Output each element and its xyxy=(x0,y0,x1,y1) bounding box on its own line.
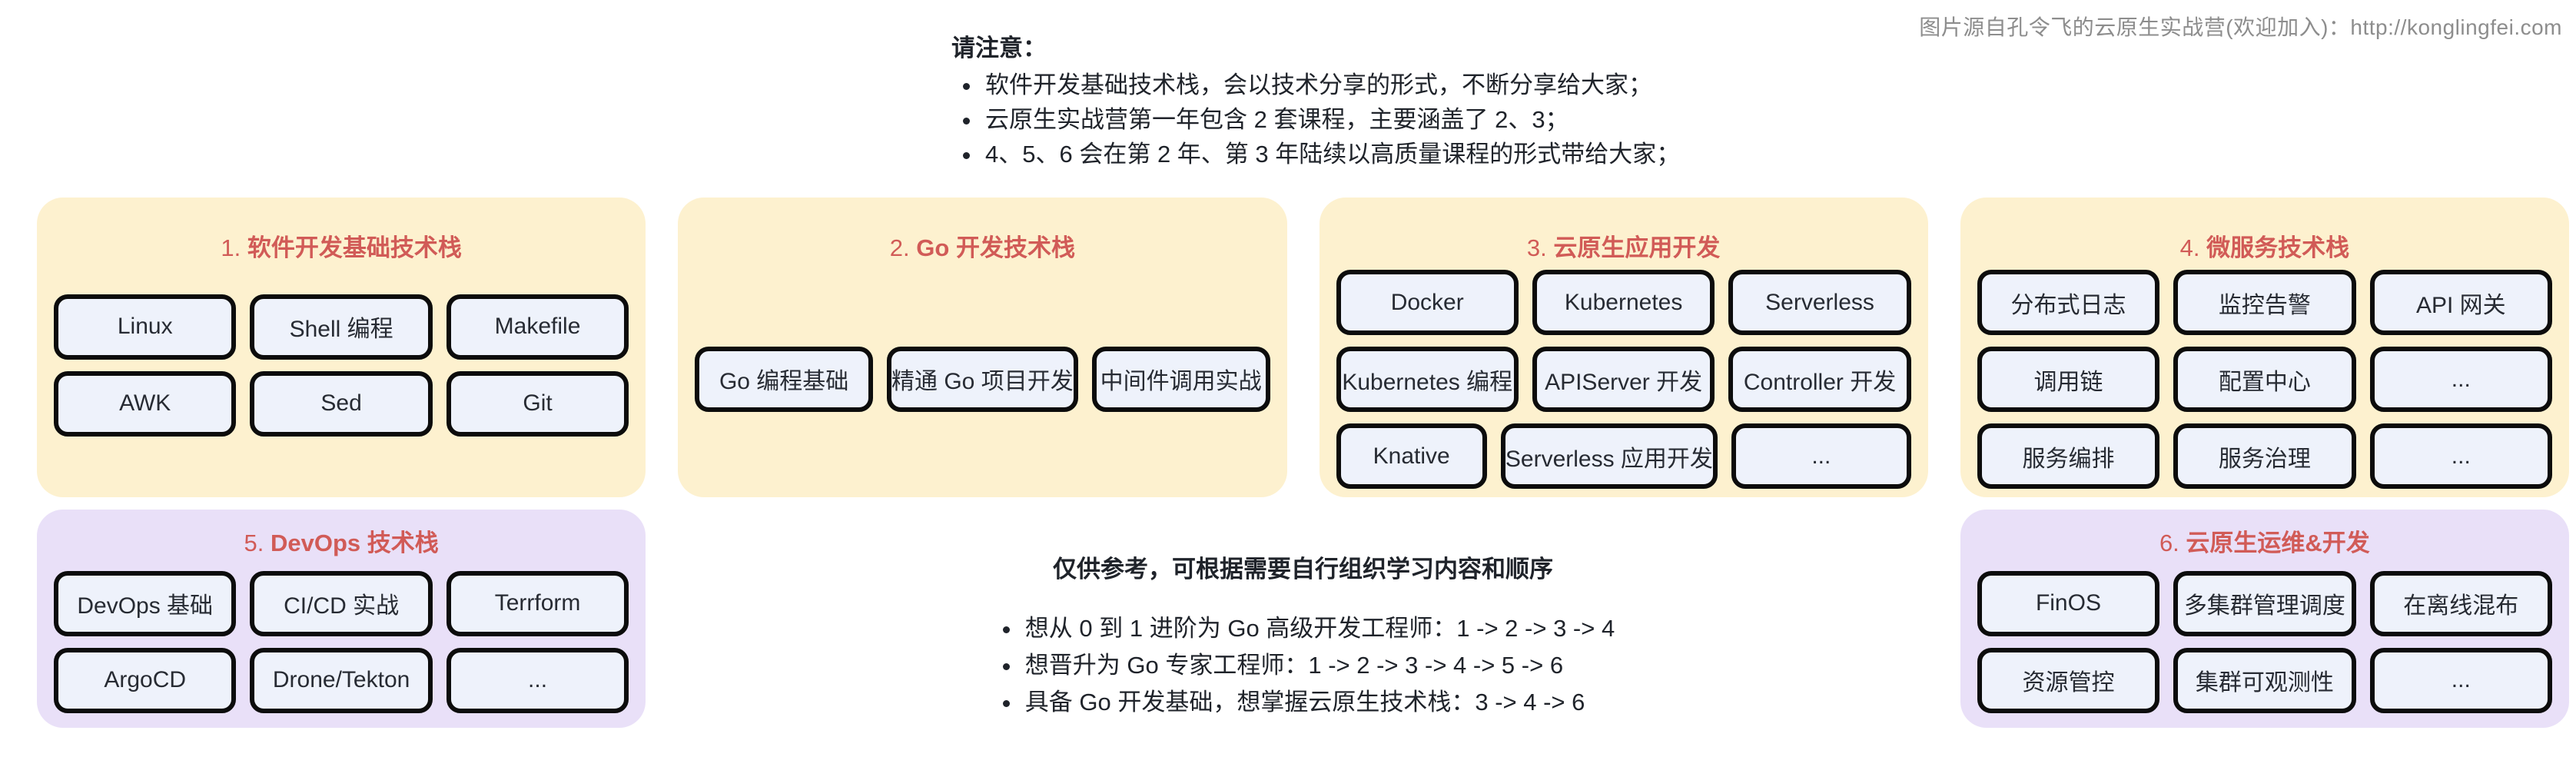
item-knative: Knative xyxy=(1336,423,1487,489)
item-go-project-dev: 精通 Go 项目开发 xyxy=(887,346,1078,412)
card-cloud-native-app-dev: 3. 云原生应用开发 Docker Kubernetes Serverless … xyxy=(1319,198,1928,497)
card-title: 5. DevOps 技术栈 xyxy=(54,528,629,559)
item-shell-programming: Shell 编程 xyxy=(250,294,433,360)
card-microservices-stack: 4. 微服务技术栈 分布式日志 监控告警 API 网关 调用链 配置中心 ...… xyxy=(1960,198,2569,497)
card-number: 1. xyxy=(221,234,241,261)
item-devops-basics: DevOps 基础 xyxy=(54,570,237,636)
item-drone-tekton: Drone/Tekton xyxy=(250,647,433,713)
card-items: Docker Kubernetes Serverless Kubernetes … xyxy=(1336,264,1911,497)
item-linux: Linux xyxy=(54,294,237,360)
card-cloud-native-ops-dev: 6. 云原生运维&开发 FinOS 多集群管理调度 在离线混布 资源管控 集群可… xyxy=(1960,510,2569,728)
item-hybrid-deployment: 在离线混布 xyxy=(2369,570,2552,636)
item-multi-cluster-management: 多集群管理调度 xyxy=(2173,570,2356,636)
card-title-label: 云原生应用开发 xyxy=(1553,234,1721,261)
item-apiserver-dev: APIServer 开发 xyxy=(1532,347,1715,412)
item-api-gateway: API 网关 xyxy=(2369,270,2552,335)
credit-text: 图片源自孔令飞的云原生实战营(欢迎加入)：http://konglingfei.… xyxy=(1919,15,2562,39)
item-sed: Sed xyxy=(250,370,433,437)
item-more: ... xyxy=(446,647,629,713)
item-awk: AWK xyxy=(54,370,237,437)
notes-block: 请注意： 软件开发基础技术栈，会以技术分享的形式，不断分享给大家； 云原生实战营… xyxy=(951,31,1680,171)
item-more: ... xyxy=(2369,647,2552,713)
card-title-label: 微服务技术栈 xyxy=(2206,234,2350,261)
card-title-label: Go 开发技术栈 xyxy=(916,234,1075,261)
card-number: 5. xyxy=(244,530,264,556)
card-title-label: 软件开发基础技术栈 xyxy=(247,234,462,261)
card-software-dev-basics: 1. 软件开发基础技术栈 Linux Shell 编程 Makefile AWK… xyxy=(37,198,646,497)
card-items: Linux Shell 编程 Makefile AWK Sed Git xyxy=(54,264,629,497)
item-go-basics: Go 编程基础 xyxy=(695,346,874,412)
card-title-label: 云原生运维&开发 xyxy=(2186,530,2370,556)
item-makefile: Makefile xyxy=(446,294,629,360)
card-items: DevOps 基础 CI/CD 实战 Terrform ArgoCD Drone… xyxy=(54,559,629,728)
card-title: 2. Go 开发技术栈 xyxy=(695,233,1270,264)
item-serverless-app-dev: Serverless 应用开发 xyxy=(1500,423,1718,489)
item-serverless: Serverless xyxy=(1728,270,1911,335)
guide-list: 想从 0 到 1 进阶为 Go 高级开发工程师：1 -> 2 -> 3 -> 4… xyxy=(991,610,1615,721)
item-cluster-observability: 集群可观测性 xyxy=(2173,647,2356,713)
notes-bullet: 4、5、6 会在第 2 年、第 3 年陆续以高质量课程的形式带给大家； xyxy=(982,137,1680,171)
notes-bullet: 软件开发基础技术栈，会以技术分享的形式，不断分享给大家； xyxy=(982,68,1680,102)
item-tracing: 调用链 xyxy=(1977,347,2160,412)
item-more: ... xyxy=(1731,423,1911,489)
guide-bullet: 想从 0 到 1 进阶为 Go 高级开发工程师：1 -> 2 -> 3 -> 4 xyxy=(1022,610,1615,647)
item-row: 资源管控 集群可观测性 ... xyxy=(1977,647,2552,713)
card-title: 3. 云原生应用开发 xyxy=(1336,233,1911,264)
item-argocd: ArgoCD xyxy=(54,647,237,713)
notes-title: 请注意： xyxy=(951,35,1047,61)
item-finos: FinOS xyxy=(1977,570,2160,636)
card-items: FinOS 多集群管理调度 在离线混布 资源管控 集群可观测性 ... xyxy=(1977,559,2552,728)
item-row: DevOps 基础 CI/CD 实战 Terrform xyxy=(54,570,629,636)
learning-path-guide: 仅供参考，可根据需要自行组织学习内容和顺序 想从 0 到 1 进阶为 Go 高级… xyxy=(678,510,1928,728)
card-number: 3. xyxy=(1526,234,1547,261)
notes-list: 软件开发基础技术栈，会以技术分享的形式，不断分享给大家； 云原生实战营第一年包含… xyxy=(951,68,1680,171)
card-number: 2. xyxy=(889,234,910,261)
item-service-governance: 服务治理 xyxy=(2173,423,2356,489)
guide-title: 仅供参考，可根据需要自行组织学习内容和顺序 xyxy=(1053,556,1553,583)
item-row: ArgoCD Drone/Tekton ... xyxy=(54,647,629,713)
item-service-orchestration: 服务编排 xyxy=(1977,423,2160,489)
item-distributed-logging: 分布式日志 xyxy=(1977,270,2160,335)
item-git: Git xyxy=(446,370,629,437)
item-cicd-practice: CI/CD 实战 xyxy=(250,570,433,636)
item-terrform: Terrform xyxy=(446,570,629,636)
item-controller-dev: Controller 开发 xyxy=(1728,347,1911,412)
item-docker: Docker xyxy=(1336,270,1519,335)
card-items: Go 编程基础 精通 Go 项目开发 中间件调用实战 xyxy=(695,264,1270,497)
item-row: 分布式日志 监控告警 API 网关 xyxy=(1977,270,2552,335)
item-row: Linux Shell 编程 Makefile xyxy=(54,294,629,360)
item-config-center: 配置中心 xyxy=(2173,347,2356,412)
notes-bullet: 云原生实战营第一年包含 2 套课程，主要涵盖了 2、3； xyxy=(982,102,1680,137)
item-monitoring-alerting: 监控告警 xyxy=(2173,270,2356,335)
guide-bullet: 具备 Go 开发基础，想掌握云原生技术栈：3 -> 4 -> 6 xyxy=(1022,684,1615,721)
item-kubernetes: Kubernetes xyxy=(1532,270,1715,335)
item-middleware-practice: 中间件调用实战 xyxy=(1091,346,1270,412)
card-go-dev-stack: 2. Go 开发技术栈 Go 编程基础 精通 Go 项目开发 中间件调用实战 xyxy=(678,198,1287,497)
guide-bullet: 想晋升为 Go 专家工程师：1 -> 2 -> 3 -> 4 -> 5 -> 6 xyxy=(1022,647,1615,684)
item-row: FinOS 多集群管理调度 在离线混布 xyxy=(1977,570,2552,636)
stacks-board: 1. 软件开发基础技术栈 Linux Shell 编程 Makefile AWK… xyxy=(37,198,2569,728)
item-more: ... xyxy=(2369,423,2552,489)
card-title: 6. 云原生运维&开发 xyxy=(1977,528,2552,559)
card-items: 分布式日志 监控告警 API 网关 调用链 配置中心 ... 服务编排 服务治理… xyxy=(1977,264,2552,497)
card-number: 4. xyxy=(2179,234,2200,261)
card-title: 4. 微服务技术栈 xyxy=(1977,233,2552,264)
item-kubernetes-programming: Kubernetes 编程 xyxy=(1336,347,1519,412)
card-title: 1. 软件开发基础技术栈 xyxy=(54,233,629,264)
item-more: ... xyxy=(2369,347,2552,412)
item-row: 服务编排 服务治理 ... xyxy=(1977,423,2552,489)
item-row: Docker Kubernetes Serverless xyxy=(1336,270,1911,335)
item-row: Kubernetes 编程 APIServer 开发 Controller 开发 xyxy=(1336,347,1911,412)
item-row: 调用链 配置中心 ... xyxy=(1977,347,2552,412)
item-row: Go 编程基础 精通 Go 项目开发 中间件调用实战 xyxy=(695,346,1270,412)
card-title-label: DevOps 技术栈 xyxy=(270,530,439,556)
card-number: 6. xyxy=(2159,530,2179,556)
item-row: AWK Sed Git xyxy=(54,370,629,437)
item-resource-control: 资源管控 xyxy=(1977,647,2160,713)
card-devops-stack: 5. DevOps 技术栈 DevOps 基础 CI/CD 实战 Terrfor… xyxy=(37,510,646,728)
item-row: Knative Serverless 应用开发 ... xyxy=(1336,423,1911,489)
